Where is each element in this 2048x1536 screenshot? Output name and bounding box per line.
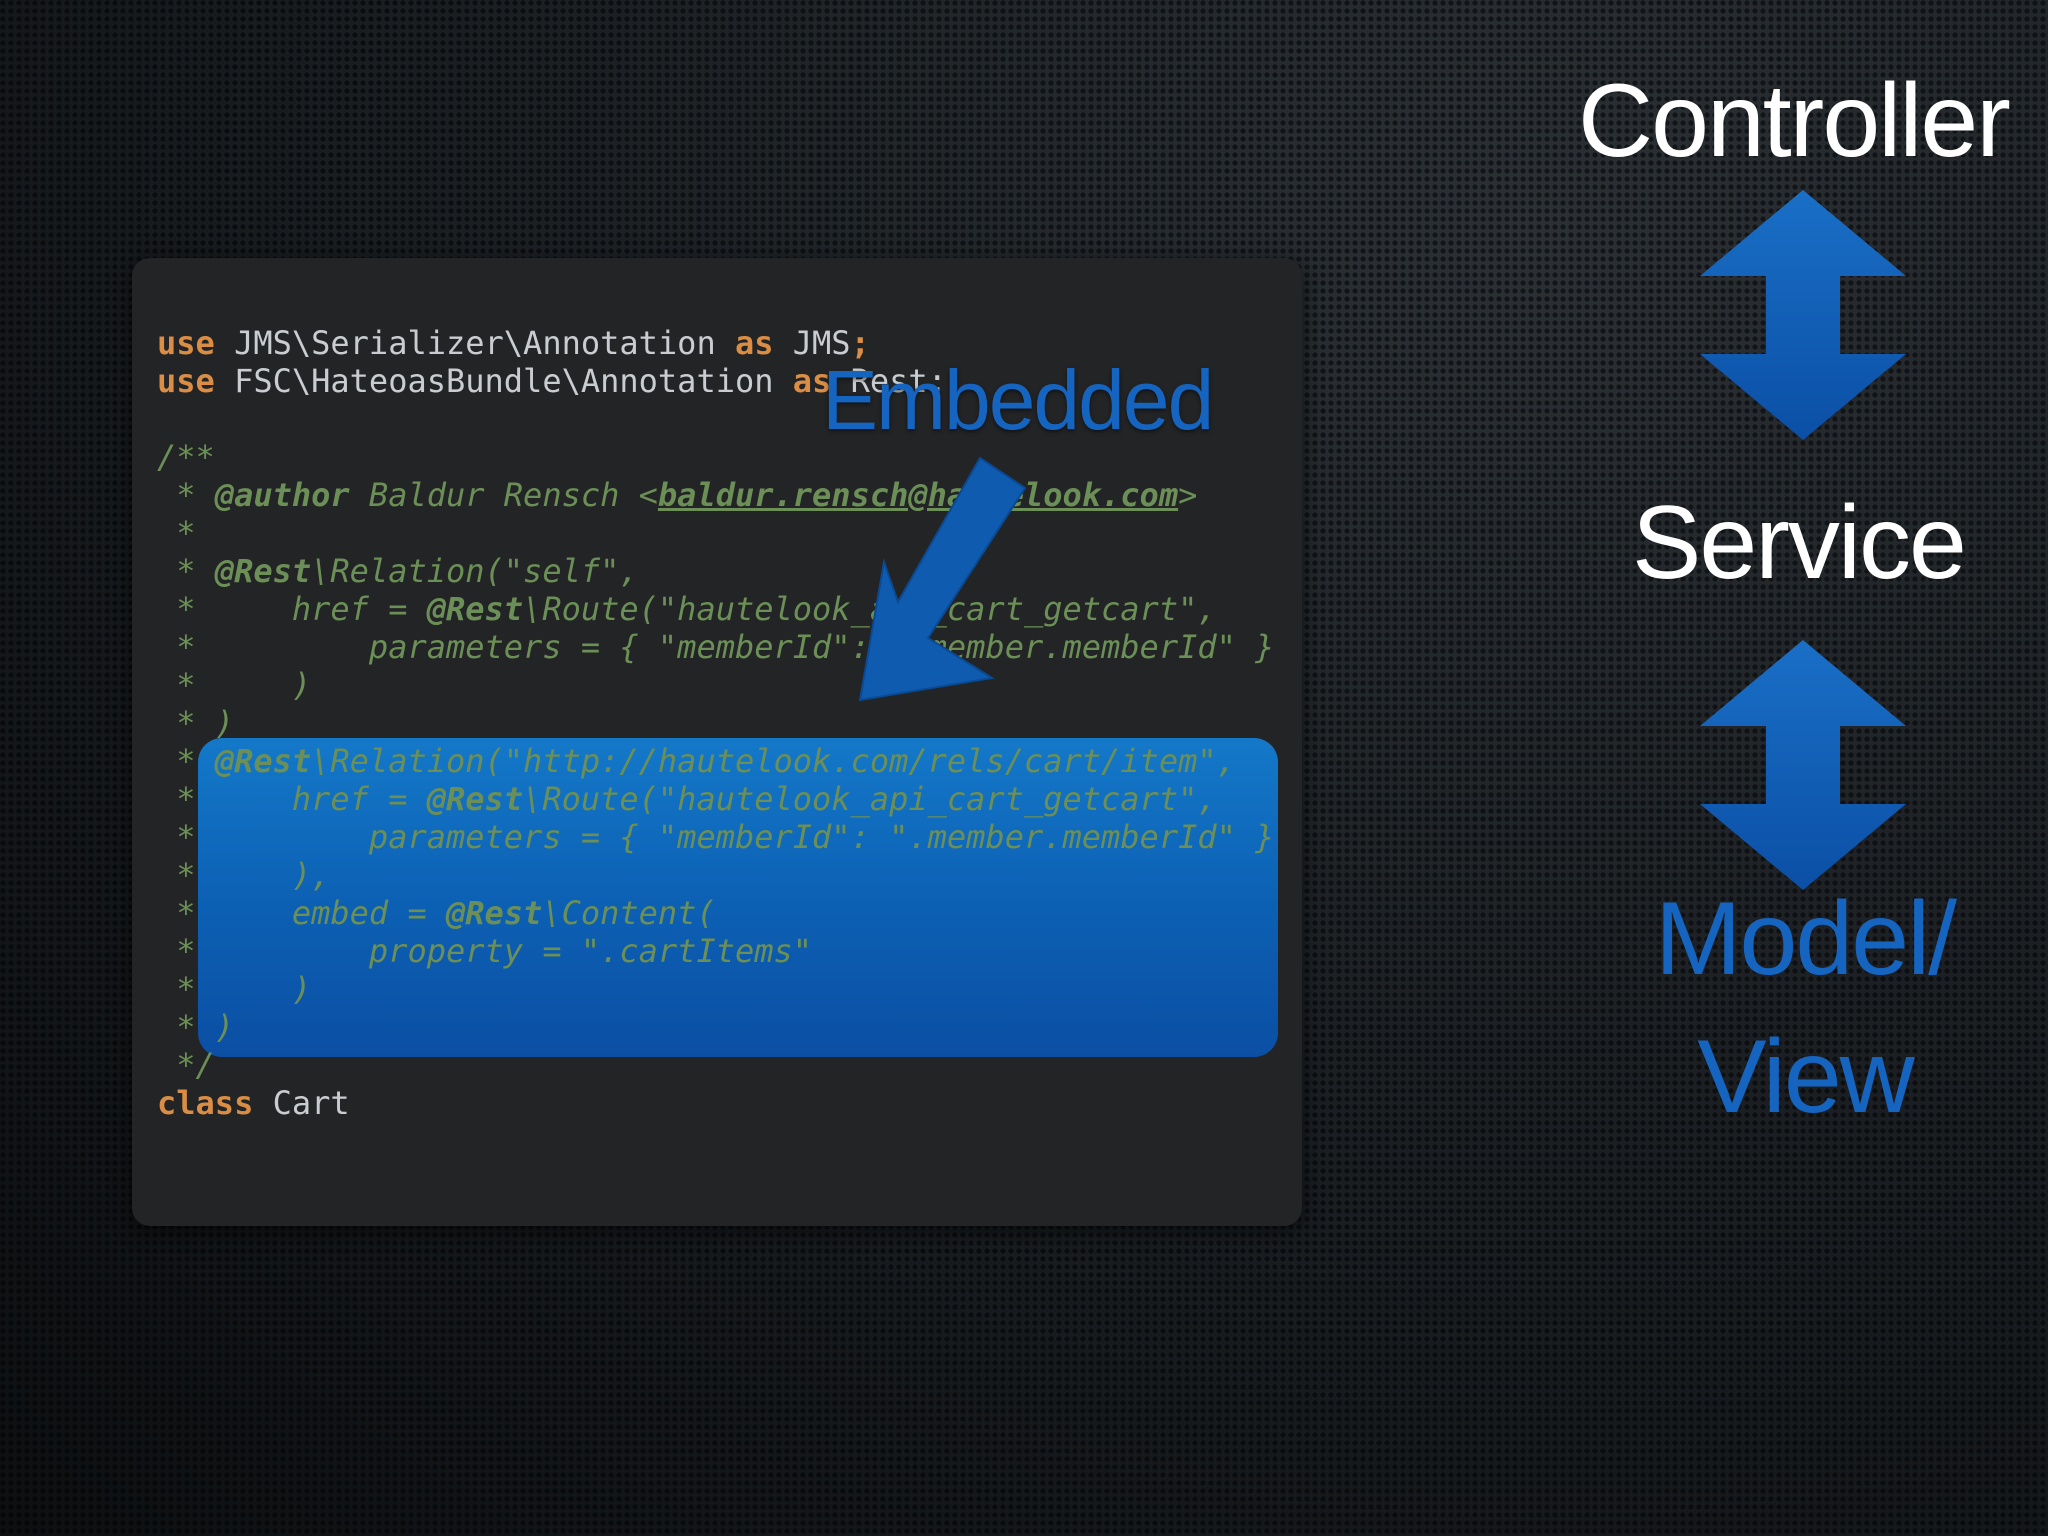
code-block: use JMS\Serializer\Annotation as JMS;use… (157, 324, 1274, 1122)
code-line: * ) (157, 666, 1274, 704)
code-token: > (1178, 476, 1198, 514)
code-token: \Relation("self", (311, 552, 639, 590)
code-line: * embed = @Rest\Content( (157, 894, 1274, 932)
code-token: baldur.rensch@hautelook.com (657, 476, 1179, 514)
code-token: FSC\HateoasBundle\Annotation (214, 362, 793, 400)
code-token: use (157, 324, 215, 362)
code-token: as (792, 362, 832, 400)
code-token: @Rest (214, 552, 312, 590)
code-line: * property = ".cartItems" (157, 932, 1274, 970)
code-token: ; (850, 324, 870, 362)
code-line: * ) (157, 704, 1274, 742)
code-line: * (157, 514, 1274, 552)
embedded-label: Embedded (822, 353, 1214, 447)
code-line: * @Rest\Relation("http://hautelook.com/r… (157, 742, 1274, 780)
code-token: * ) (157, 666, 312, 704)
code-line: * @author Baldur Rensch <baldur.rensch@h… (157, 476, 1274, 514)
code-token: JMS (773, 324, 851, 362)
code-line: use JMS\Serializer\Annotation as JMS; (157, 324, 1274, 362)
code-token: use (157, 362, 215, 400)
service-label: Service (1632, 485, 1967, 601)
code-token: JMS\Serializer\Annotation (214, 324, 735, 362)
code-token: \Route("hautelook_api_cart_getcart", (523, 780, 1217, 818)
code-token: Cart (253, 1084, 350, 1122)
code-token: as (734, 324, 774, 362)
code-line: * href = @Rest\Route("hautelook_api_cart… (157, 590, 1274, 628)
code-line: * @Rest\Relation("self", (157, 552, 1274, 590)
code-token: * parameters = { "memberId": ".member.me… (157, 628, 1275, 666)
code-line: * href = @Rest\Route("hautelook_api_cart… (157, 780, 1274, 818)
code-token: * href = (157, 780, 427, 818)
code-line: */ (157, 1046, 1274, 1084)
code-token: class (157, 1084, 254, 1122)
code-token: \Route("hautelook_api_cart_getcart", (523, 590, 1217, 628)
model-label: Model/ (1654, 881, 1957, 997)
code-token: * property = ".cartItems" (157, 932, 813, 970)
code-line: * ), (157, 856, 1274, 894)
double-arrow-vertical-icon (1700, 190, 1906, 440)
code-token: * ), (157, 856, 331, 894)
embed-highlight-box (198, 738, 1278, 1057)
code-line: class Cart (157, 1084, 1274, 1122)
code-line: * parameters = { "memberId": ".member.me… (157, 818, 1274, 856)
code-token: * ) (157, 1008, 235, 1046)
code-token: * href = (157, 590, 427, 628)
code-token: /** (157, 438, 215, 476)
arrow-down-left-icon (858, 456, 1027, 702)
code-token: Rest; (831, 362, 947, 400)
code-token: * ) (157, 704, 235, 742)
code-token: @Rest (426, 780, 524, 818)
code-token: * (157, 742, 215, 780)
code-token: */ (157, 1046, 215, 1084)
code-line: * ) (157, 1008, 1274, 1046)
double-arrow-vertical-icon (1700, 640, 1906, 890)
code-token: @Rest (445, 894, 543, 932)
code-line: * parameters = { "memberId": ".member.me… (157, 628, 1274, 666)
code-token: \Content( (542, 894, 716, 932)
code-token: \Relation("http://hautelook.com/rels/car… (311, 742, 1236, 780)
code-token: * (157, 476, 215, 514)
code-token: * (157, 552, 215, 590)
code-token: * ) (157, 970, 312, 1008)
code-line: * ) (157, 970, 1274, 1008)
code-token: * (157, 514, 196, 552)
model-view-label: Model/ View (1600, 870, 2010, 1146)
code-token: * embed = (157, 894, 446, 932)
code-token: @Rest (426, 590, 524, 628)
code-line: /** (157, 438, 1274, 476)
code-token: Baldur Rensch < (349, 476, 658, 514)
view-label: View (1697, 1019, 1915, 1135)
code-token: @author (214, 476, 350, 514)
code-token: * parameters = { "memberId": ".member.me… (157, 818, 1275, 856)
code-line: use FSC\HateoasBundle\Annotation as Rest… (157, 362, 1274, 400)
code-token: @Rest (214, 742, 312, 780)
controller-label: Controller (1578, 63, 2011, 179)
